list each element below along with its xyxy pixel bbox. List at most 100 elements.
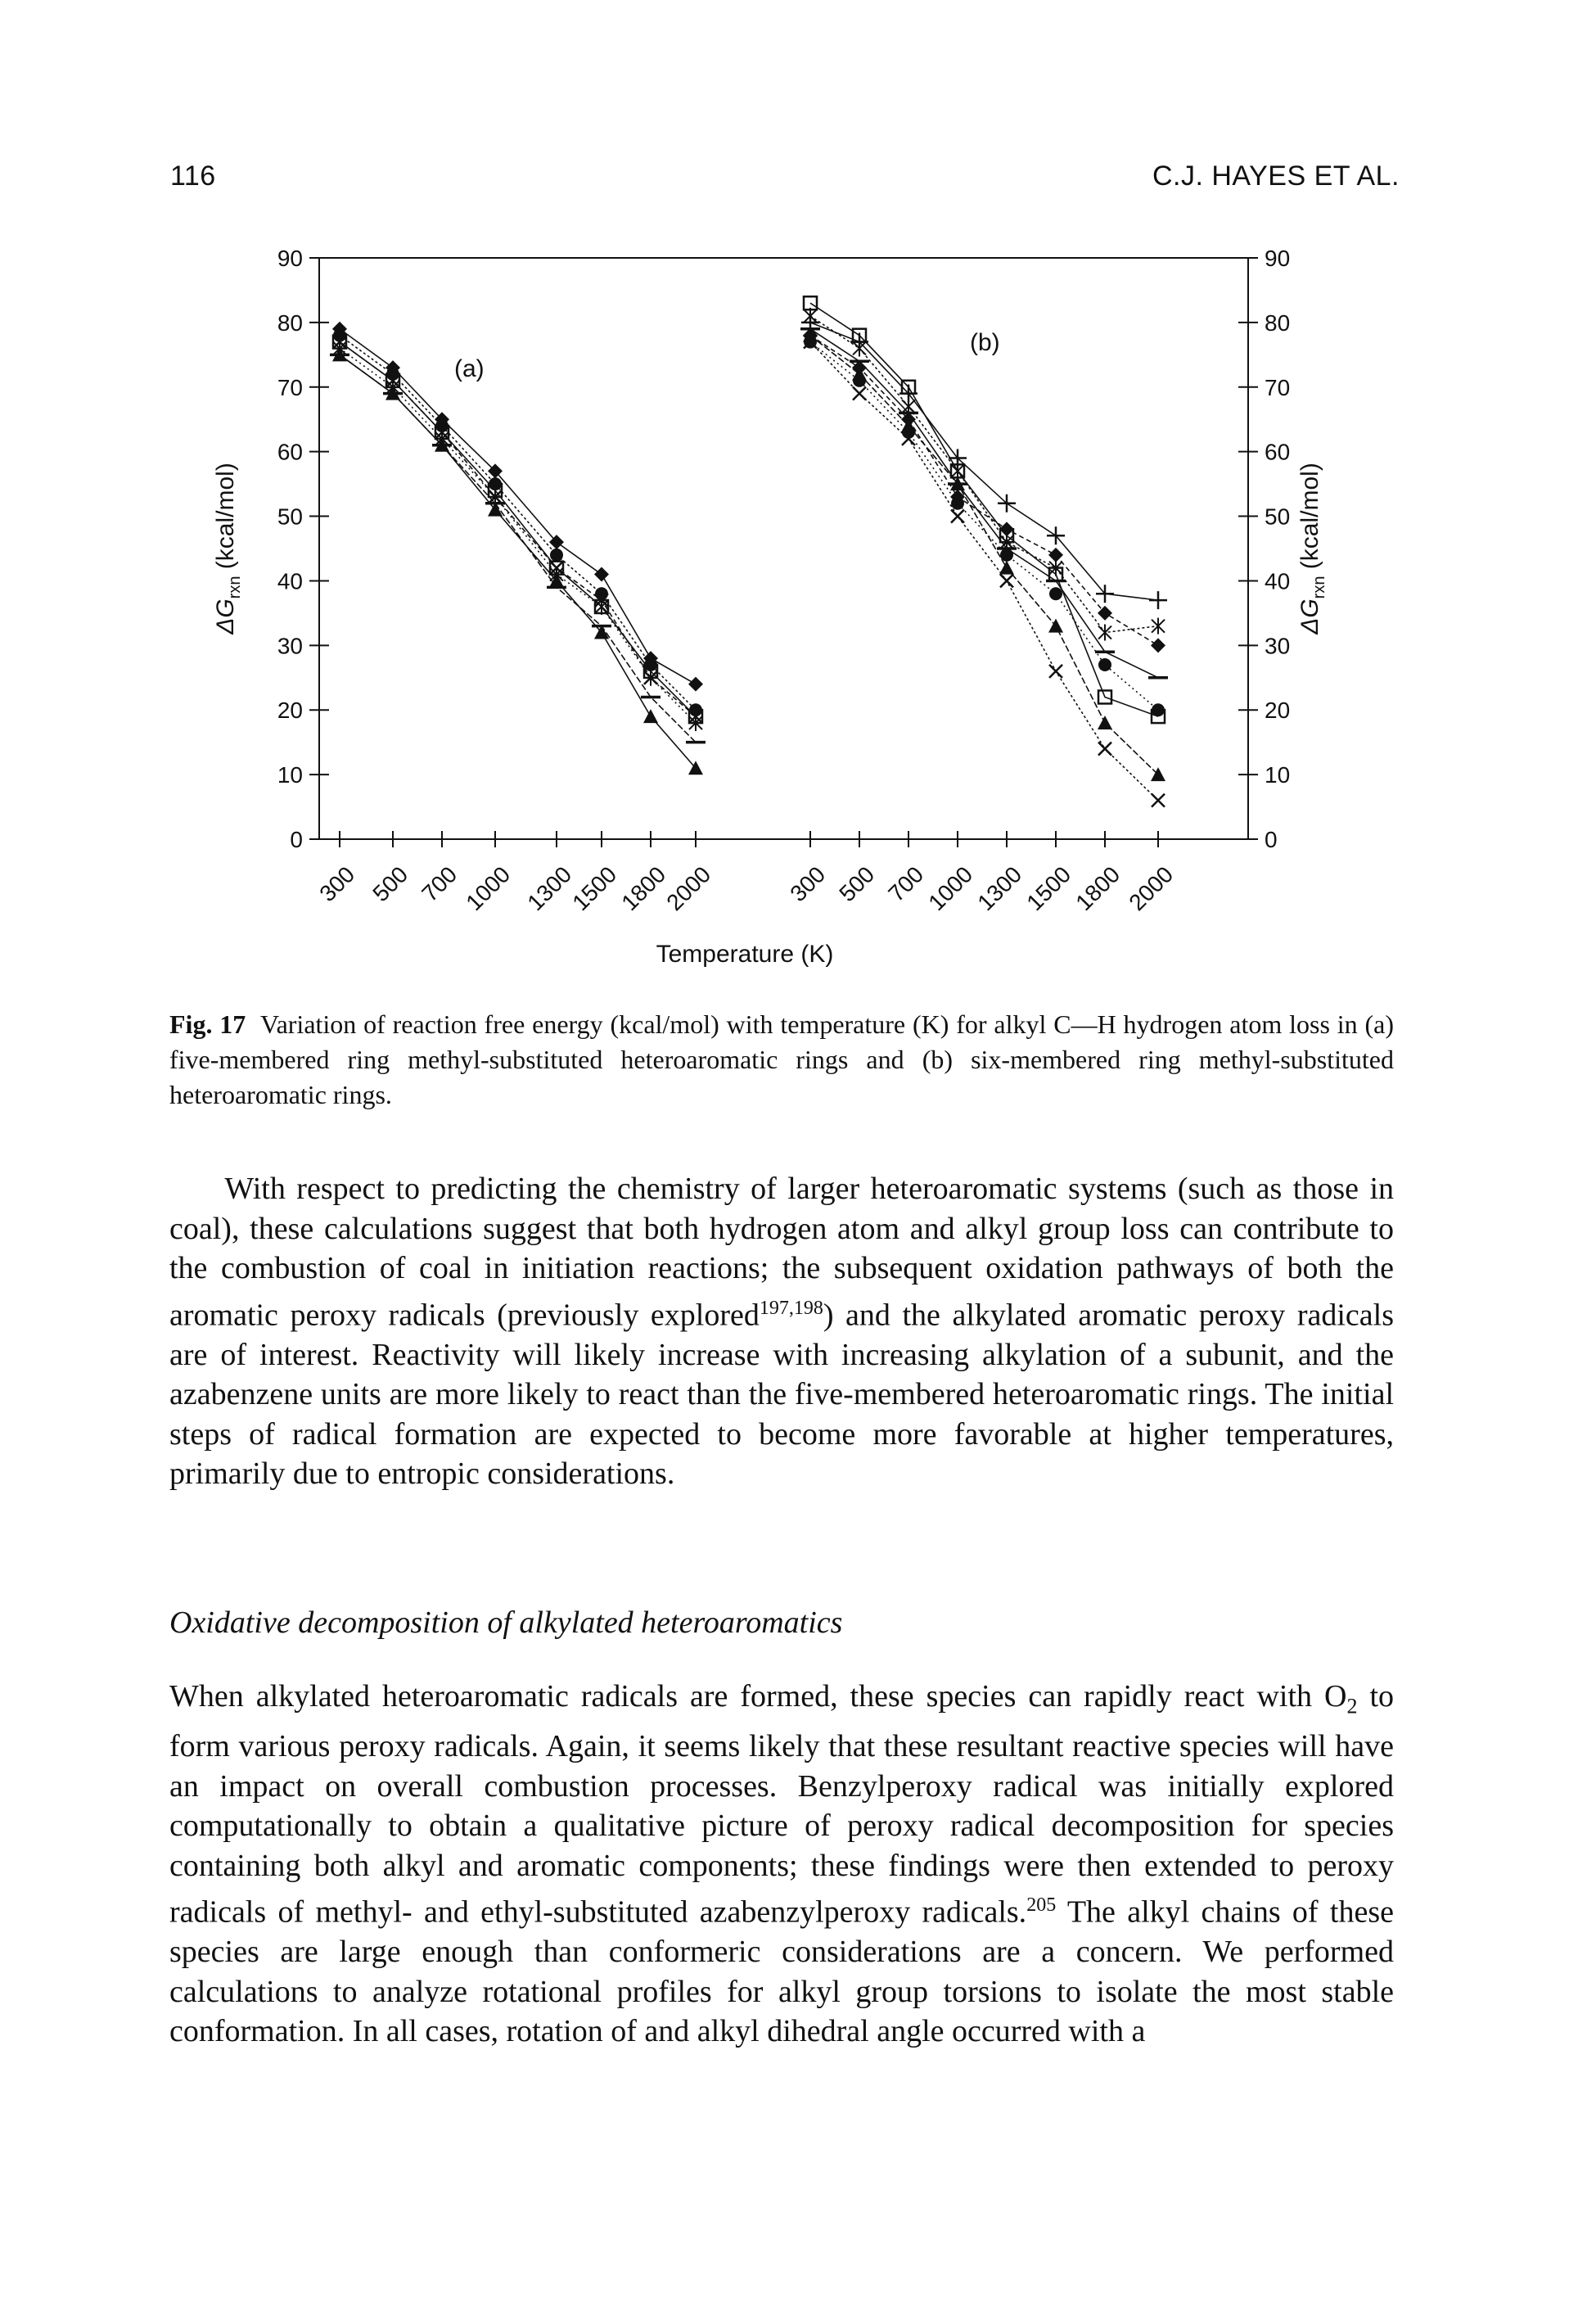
y-axis-title-left-unit: (kcal/mol) — [212, 463, 239, 576]
data-point-star — [643, 669, 658, 686]
y-tick-label-right: 10 — [1265, 762, 1290, 788]
para2-text-a: When alkylated heteroaromatic radicals a… — [169, 1679, 1347, 1714]
series-line — [809, 302, 1159, 717]
y-tick-label-left: 40 — [277, 568, 303, 594]
section-heading: Oxidative decomposition of alkylated het… — [169, 1605, 843, 1640]
y-tick-label-right: 60 — [1265, 440, 1290, 465]
data-point-cross — [901, 431, 916, 446]
data-point-diamond — [1048, 547, 1063, 562]
y-tick-label-right: 80 — [1265, 310, 1290, 336]
data-point-circle — [595, 587, 608, 601]
data-point-triangle — [852, 367, 867, 381]
data-point-square — [1150, 708, 1166, 725]
series-line — [809, 341, 1159, 802]
data-point-triangle — [1048, 618, 1063, 633]
series-line — [339, 347, 697, 724]
series-line — [809, 322, 1159, 601]
data-point-triangle — [688, 761, 703, 775]
y-axis-title-left: ΔGrxn (kcal/mol) — [212, 463, 244, 635]
para1-citation: 197,198 — [759, 1297, 823, 1319]
data-point-circle — [1098, 658, 1111, 671]
series-line — [339, 328, 697, 685]
y-tick-label-right: 30 — [1265, 633, 1290, 658]
x-tick-label: 500 — [367, 861, 413, 906]
para2-text-b: to form various peroxy radicals. Again, … — [169, 1679, 1394, 1930]
data-point-triangle — [1151, 767, 1165, 782]
series-line — [809, 341, 1159, 711]
x-tick-label: 1300 — [522, 861, 576, 915]
para1-text-b: ) and the alkylated aromatic peroxy radi… — [169, 1298, 1394, 1492]
x-tick-label: 300 — [314, 861, 359, 906]
y-tick-label-left: 80 — [277, 310, 303, 336]
y-axis-title-left-symbol: ΔG — [212, 598, 239, 634]
data-point-diamond — [594, 567, 609, 582]
y-axis-title-right-subscript: rxn — [1310, 576, 1328, 599]
data-point-square — [851, 327, 868, 343]
running-head: C.J. HAYES ET AL. — [1152, 160, 1400, 192]
data-point-cross — [999, 573, 1014, 589]
y-tick-label-left: 90 — [277, 246, 303, 271]
series-line — [339, 354, 697, 769]
panel-label-b: (b) — [970, 329, 1000, 356]
data-point-triangle — [901, 418, 916, 433]
y-axis-title-right-symbol: ΔG — [1296, 598, 1323, 634]
body-paragraph-1: With respect to predicting the chemistry… — [169, 1169, 1394, 1494]
x-axis-title: Temperature (K) — [656, 941, 834, 968]
data-point-triangle — [549, 573, 564, 588]
x-tick-label: 500 — [834, 861, 879, 906]
y-tick-label-left: 60 — [277, 440, 303, 465]
data-point-diamond — [1151, 638, 1165, 653]
x-tick-label: 300 — [785, 861, 830, 906]
para1-text-a: With respect to predicting the chemistry… — [169, 1172, 1394, 1333]
y-tick-label-left: 10 — [277, 762, 303, 788]
para2-citation: 205 — [1026, 1894, 1057, 1917]
data-point-circle — [951, 496, 964, 510]
data-point-diamond — [549, 535, 564, 550]
x-tick-label: 1500 — [1021, 861, 1075, 915]
data-point-plus — [1047, 526, 1065, 545]
y-tick-label-left: 70 — [277, 375, 303, 400]
y-tick-label-left: 50 — [277, 504, 303, 530]
data-point-star — [1151, 617, 1165, 634]
data-point-square — [802, 295, 818, 311]
data-point-star — [688, 715, 703, 731]
data-point-square — [1097, 689, 1113, 705]
data-point-triangle — [1098, 716, 1112, 729]
y-tick-label-left: 0 — [290, 827, 303, 852]
series-line — [809, 328, 1159, 679]
data-point-cross — [852, 386, 867, 401]
data-point-triangle — [594, 625, 609, 639]
data-point-triangle — [999, 560, 1014, 575]
y-axis-title-left-subscript: rxn — [226, 576, 244, 599]
x-tick-label: 2000 — [1124, 861, 1178, 915]
x-tick-label: 1300 — [972, 861, 1026, 915]
data-point-circle — [1000, 548, 1013, 562]
x-tick-label: 2000 — [661, 861, 715, 915]
data-point-cross — [803, 334, 818, 350]
data-point-star — [1098, 624, 1112, 641]
x-tick-label: 1800 — [1071, 861, 1125, 915]
y-tick-label-left: 20 — [277, 698, 303, 723]
data-point-circle — [1049, 587, 1062, 601]
y-tick-label-right: 70 — [1265, 375, 1290, 400]
data-point-diamond — [488, 463, 503, 479]
y-tick-label-left: 30 — [277, 633, 303, 658]
data-point-plus — [1096, 585, 1114, 603]
x-tick-label: 1500 — [567, 861, 621, 915]
body-paragraph-2: When alkylated heteroaromatic radicals a… — [169, 1677, 1394, 2052]
data-point-triangle — [488, 502, 503, 517]
data-point-cross — [1151, 792, 1165, 808]
y-axis-title-right: ΔGrxn (kcal/mol) — [1296, 463, 1328, 635]
x-tick-label: 1000 — [923, 861, 977, 915]
x-tick-label: 700 — [883, 861, 928, 906]
y-tick-label-right: 0 — [1265, 827, 1278, 852]
x-tick-label: 700 — [417, 861, 462, 906]
y-tick-label-right: 40 — [1265, 568, 1290, 594]
data-point-star — [594, 598, 609, 615]
data-point-triangle — [643, 709, 658, 724]
caption-label: Fig. 17 — [169, 1009, 246, 1039]
data-point-cross — [1098, 741, 1112, 756]
data-point-plus — [1149, 591, 1167, 610]
